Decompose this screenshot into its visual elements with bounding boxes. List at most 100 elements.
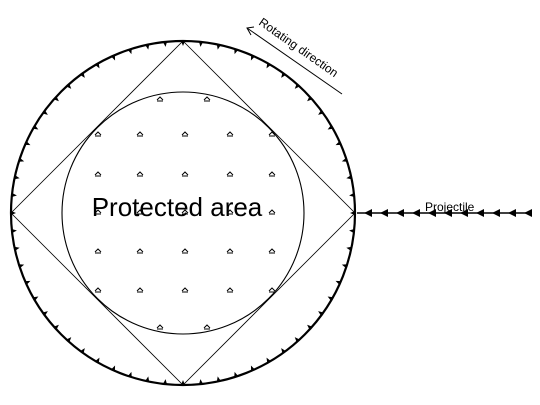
projectile-arrowhead [460, 209, 468, 217]
area-marker [181, 209, 189, 215]
ring-tick [216, 44, 221, 50]
ring-tick-marks [11, 41, 355, 385]
ring-tick [33, 125, 39, 130]
area-marker [181, 287, 189, 293]
projectile-arrowhead [428, 209, 436, 217]
protected-area-circle [61, 91, 305, 335]
ring-tick [307, 96, 313, 102]
ring-tick [25, 280, 31, 285]
ring-tick [18, 264, 25, 269]
ring-tick [198, 41, 203, 47]
area-marker [136, 287, 144, 293]
ring-tick [266, 63, 271, 69]
ring-tick [250, 55, 255, 61]
ring-tick [53, 96, 59, 102]
projectile-arrowhead [524, 209, 532, 217]
area-marker [136, 209, 144, 215]
ring-tick [80, 72, 85, 78]
ring-tick [327, 125, 333, 130]
area-marker [226, 248, 234, 254]
ring-tick [42, 311, 48, 316]
ring-tick [42, 110, 48, 115]
area-marker [226, 287, 234, 293]
area-marker [226, 209, 234, 215]
projectile-label: Projectile [425, 200, 475, 214]
ring-tick [14, 246, 20, 251]
projectile-arrowhead [492, 209, 500, 217]
area-marker [94, 209, 102, 215]
ring-tick [18, 157, 25, 162]
projectile-arrowhead [412, 209, 420, 217]
ring-tick [294, 337, 300, 343]
ring-tick [25, 141, 31, 146]
ring-tick [234, 371, 239, 378]
inscribed-square [10, 40, 356, 386]
ring-tick [127, 371, 132, 378]
ring-tick [145, 376, 150, 382]
ring-tick [163, 379, 168, 385]
projectile-line [357, 209, 532, 217]
projectile-arrowhead [508, 209, 516, 217]
protected-area-label: Protected area [92, 192, 263, 222]
area-marker [181, 171, 189, 177]
area-marker [136, 171, 144, 177]
area-marker [226, 131, 234, 137]
area-marker [94, 287, 102, 293]
projectile-arrowhead [444, 209, 452, 217]
ring-tick [163, 41, 168, 47]
area-marker [268, 287, 276, 293]
ring-tick [281, 348, 286, 354]
ring-tick [281, 72, 286, 78]
rotating-direction-arrow [246, 26, 343, 95]
area-marker [268, 209, 276, 215]
ring-tick [341, 157, 348, 162]
ring-tick [80, 348, 85, 354]
ring-tick [266, 357, 271, 363]
ring-tick [33, 296, 39, 301]
projectile-arrowheads [364, 209, 532, 217]
projectile-arrowhead [396, 209, 404, 217]
area-marker [226, 171, 234, 177]
projectile-arrowhead [380, 209, 388, 217]
projectile-arrowhead [476, 209, 484, 217]
area-marker [268, 171, 276, 177]
ring-tick [11, 211, 16, 215]
ring-tick [11, 193, 17, 198]
rotating-direction-label: Rotating direction [256, 15, 341, 80]
ring-tick [111, 55, 116, 61]
ring-tick [181, 41, 185, 46]
area-marker [94, 171, 102, 177]
ring-tick [95, 63, 100, 69]
ring-tick [66, 337, 72, 343]
ring-tick [318, 110, 324, 115]
area-marker [181, 131, 189, 137]
ring-tick [127, 48, 132, 55]
area-marker [94, 248, 102, 254]
ring-tick [234, 48, 239, 55]
ring-tick [349, 193, 355, 198]
ring-tick [181, 380, 185, 385]
ring-tick [11, 228, 17, 233]
ring-tick [66, 83, 72, 89]
ring-tick [250, 365, 255, 371]
area-marker [181, 248, 189, 254]
area-marker [156, 324, 164, 330]
ring-tick [350, 211, 355, 215]
ring-tick [349, 228, 355, 233]
projectile-arrowhead [364, 209, 372, 217]
area-marker [136, 248, 144, 254]
protected-area-markers [94, 96, 276, 330]
ring-tick [318, 311, 324, 316]
area-marker [268, 248, 276, 254]
ring-tick [335, 280, 341, 285]
area-marker [136, 131, 144, 137]
ring-tick [145, 44, 150, 50]
ring-tick [346, 246, 352, 251]
ring-tick [294, 83, 300, 89]
ring-tick [346, 175, 352, 180]
ring-tick [335, 141, 341, 146]
area-marker [203, 324, 211, 330]
ring-tick [53, 324, 59, 330]
area-marker [94, 131, 102, 137]
